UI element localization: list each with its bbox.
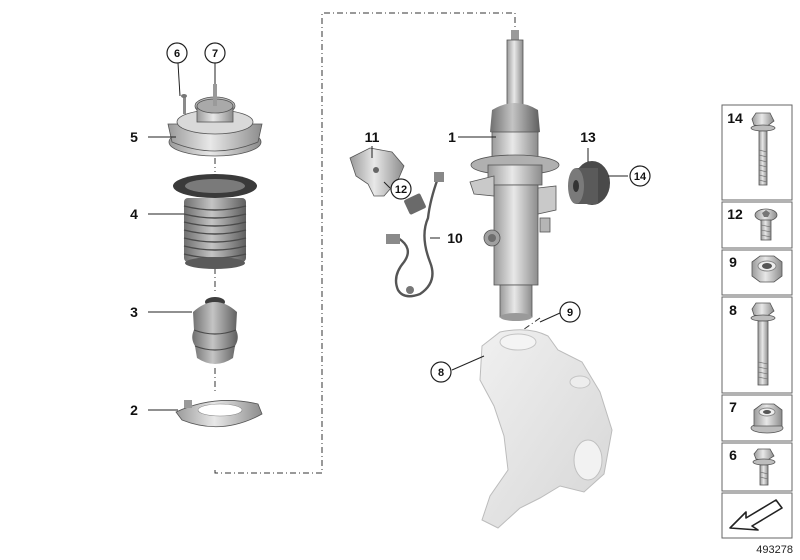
callout-12: 12: [390, 178, 412, 200]
callout-4: 4: [130, 206, 138, 222]
orientation-arrow-icon: [729, 499, 783, 531]
hex-flange-bolt-icon: [750, 112, 776, 186]
callout-7: 7: [204, 42, 226, 64]
side-label-12: 12: [727, 206, 743, 222]
hex-nut-icon: [751, 255, 783, 283]
svg-text:9: 9: [567, 307, 573, 319]
side-label-7: 7: [729, 399, 737, 415]
callout-6: 6: [166, 42, 188, 64]
strut-mount-part-5: [167, 84, 263, 157]
callout-2: 2: [130, 402, 138, 418]
callout-11: 11: [365, 129, 380, 145]
svg-text:14: 14: [634, 171, 647, 183]
dust-boot-part-4: [173, 174, 257, 269]
svg-text:12: 12: [395, 184, 407, 196]
wheel-speed-sensor-part-10: [386, 172, 444, 298]
callout-9: 9: [559, 301, 581, 323]
callout-13: 13: [580, 129, 596, 145]
hex-flange-nut-icon: [750, 403, 784, 434]
callout-5: 5: [130, 129, 138, 145]
torx-pan-screw-icon: [754, 208, 778, 241]
callout-1: 1: [448, 129, 456, 145]
hex-flange-bolt-long-icon: [750, 302, 776, 386]
callout-14: 14: [629, 165, 651, 187]
callout-8: 8: [430, 361, 452, 383]
fastener-side-panel: 14 12 9 8 7 6: [721, 104, 793, 539]
svg-text:7: 7: [212, 48, 218, 60]
callout-3: 3: [130, 304, 138, 320]
hex-flange-bolt-short-icon: [752, 448, 776, 486]
shock-strut-part-1: [469, 30, 560, 321]
steering-knuckle-part-8: [479, 329, 613, 529]
document-number: 493278: [756, 544, 793, 556]
callout-labels: 5 4 3 2 1 11 10 13 6 7 12 14 9 8: [130, 42, 651, 418]
svg-text:8: 8: [438, 367, 444, 379]
side-label-14: 14: [727, 110, 743, 126]
spring-pad-part-2: [175, 400, 263, 428]
side-cell-12: [721, 201, 793, 249]
side-label-9: 9: [729, 254, 737, 270]
svg-text:6: 6: [174, 48, 180, 60]
side-label-6: 6: [729, 447, 737, 463]
side-label-8: 8: [729, 302, 737, 318]
bump-stop-part-3: [192, 297, 238, 364]
callout-10: 10: [447, 230, 463, 246]
leader-lines: [148, 62, 628, 411]
damper-part-13: [568, 161, 610, 205]
assembly-guide-lines: [214, 12, 541, 474]
